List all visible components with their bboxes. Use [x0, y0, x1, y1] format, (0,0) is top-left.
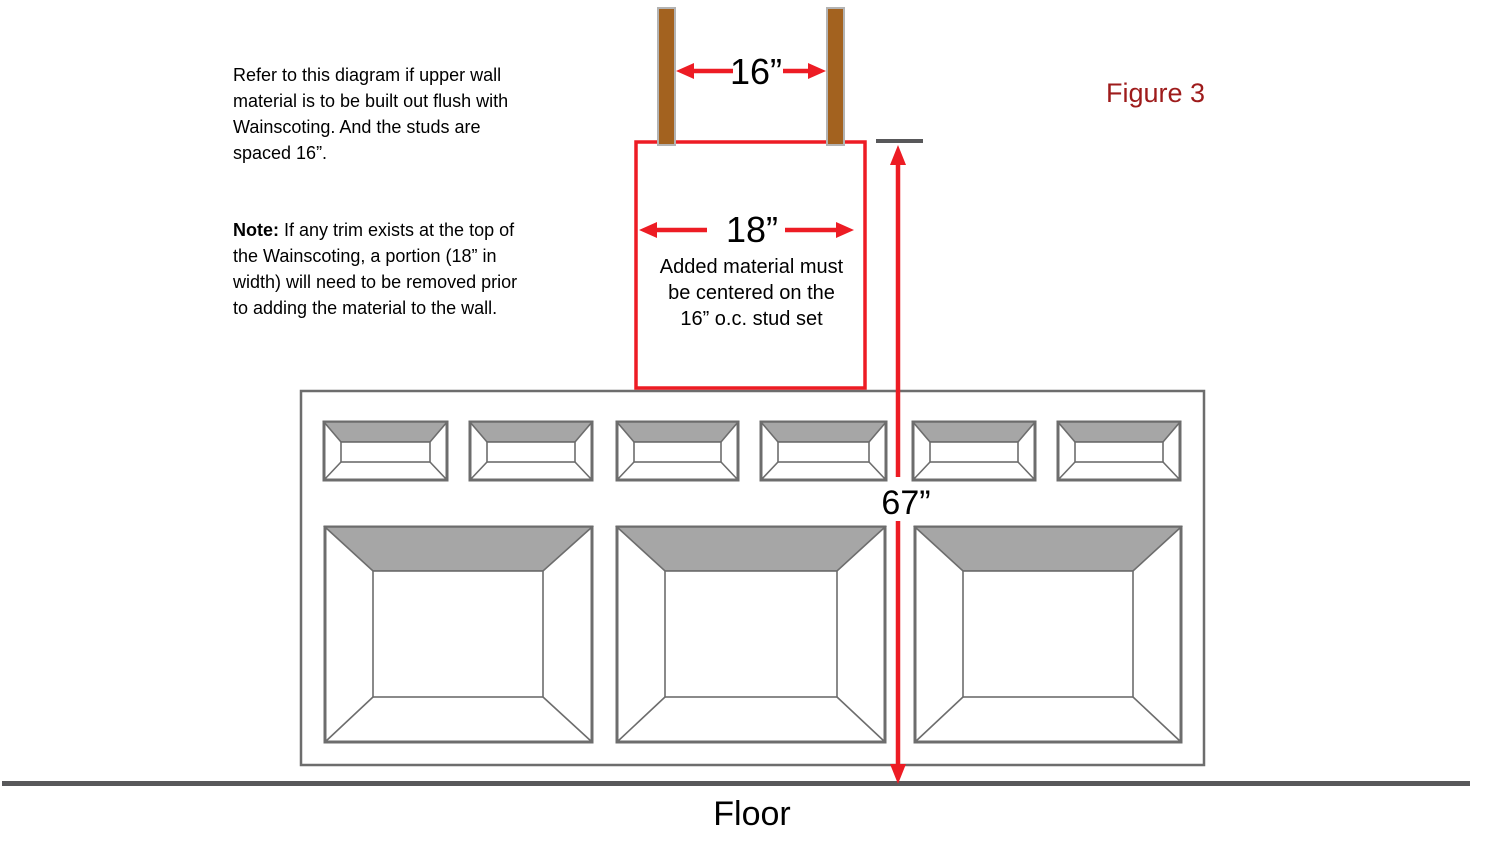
note-label: Note:	[233, 220, 279, 240]
large-panel-2	[614, 525, 888, 744]
panel-inner	[340, 441, 431, 463]
wainscot-outline	[299, 389, 1206, 767]
large-panel-3	[912, 525, 1184, 744]
material-width-dimension-arrows	[639, 222, 854, 238]
note-text: Note: If any trim exists at the top of t…	[233, 217, 573, 321]
stud-spacing-dimension-arrows	[676, 63, 826, 79]
panel-top-bevel	[759, 421, 888, 443]
right-stud	[826, 7, 845, 146]
panel-corner-lines	[469, 461, 593, 481]
small-panel-6	[1056, 420, 1182, 482]
panel-corner-lines	[616, 461, 739, 481]
arrowhead-right	[808, 63, 826, 79]
small-panel-3	[615, 420, 740, 482]
added-material-note: Added material must be centered on the 1…	[659, 256, 844, 330]
panel-top-bevel	[468, 421, 594, 443]
panel-top-bevel	[1056, 421, 1182, 443]
panel-inner	[962, 570, 1134, 698]
arrowhead-left	[639, 222, 657, 238]
panel-top-bevel	[912, 526, 1184, 572]
panel-top-bevel	[322, 421, 449, 443]
small-panel-1	[322, 420, 449, 482]
floor-line	[2, 781, 1470, 786]
height-dimension-label: 67”	[881, 484, 931, 522]
height-dimension-arrow	[876, 139, 923, 784]
left-stud	[657, 7, 676, 146]
panel-corner-lines	[912, 461, 1036, 481]
top-reference-tick	[876, 139, 923, 143]
panel-top-bevel	[614, 526, 888, 572]
panel-corner-lines	[1057, 461, 1181, 481]
figure-label: Figure 3	[1106, 78, 1206, 108]
added-material-box	[634, 140, 867, 390]
panel-corner-lines	[760, 461, 887, 481]
panel-inner	[664, 570, 838, 698]
small-panel-2	[468, 420, 594, 482]
floor-label: Floor	[713, 795, 791, 833]
panel-inner	[633, 441, 722, 463]
small-panel-4	[759, 420, 888, 482]
panel-top-bevel	[911, 421, 1037, 443]
panel-corner-lines	[616, 696, 886, 743]
arrowhead-left	[676, 63, 694, 79]
panel-inner	[372, 570, 544, 698]
panel-inner	[486, 441, 576, 463]
panel-corner-lines	[914, 696, 1182, 743]
arrowhead-down	[890, 764, 906, 784]
intro-text: Refer to this diagram if upper wall mate…	[233, 65, 509, 163]
panel-top-bevel	[615, 421, 740, 443]
stud-spacing-dimension-label: 16”	[729, 51, 783, 92]
panel-corner-lines	[324, 696, 593, 743]
panel-inner	[929, 441, 1019, 463]
panel-inner	[777, 441, 870, 463]
panel-corner-lines	[323, 461, 448, 481]
arrowhead-up	[890, 145, 906, 165]
arrowhead-right	[836, 222, 854, 238]
material-width-dimension-label: 18”	[725, 209, 779, 250]
large-panel-1	[322, 525, 595, 744]
small-panel-5	[911, 420, 1037, 482]
panel-inner	[1074, 441, 1164, 463]
note-body: If any trim exists at the top of the Wai…	[233, 220, 518, 318]
